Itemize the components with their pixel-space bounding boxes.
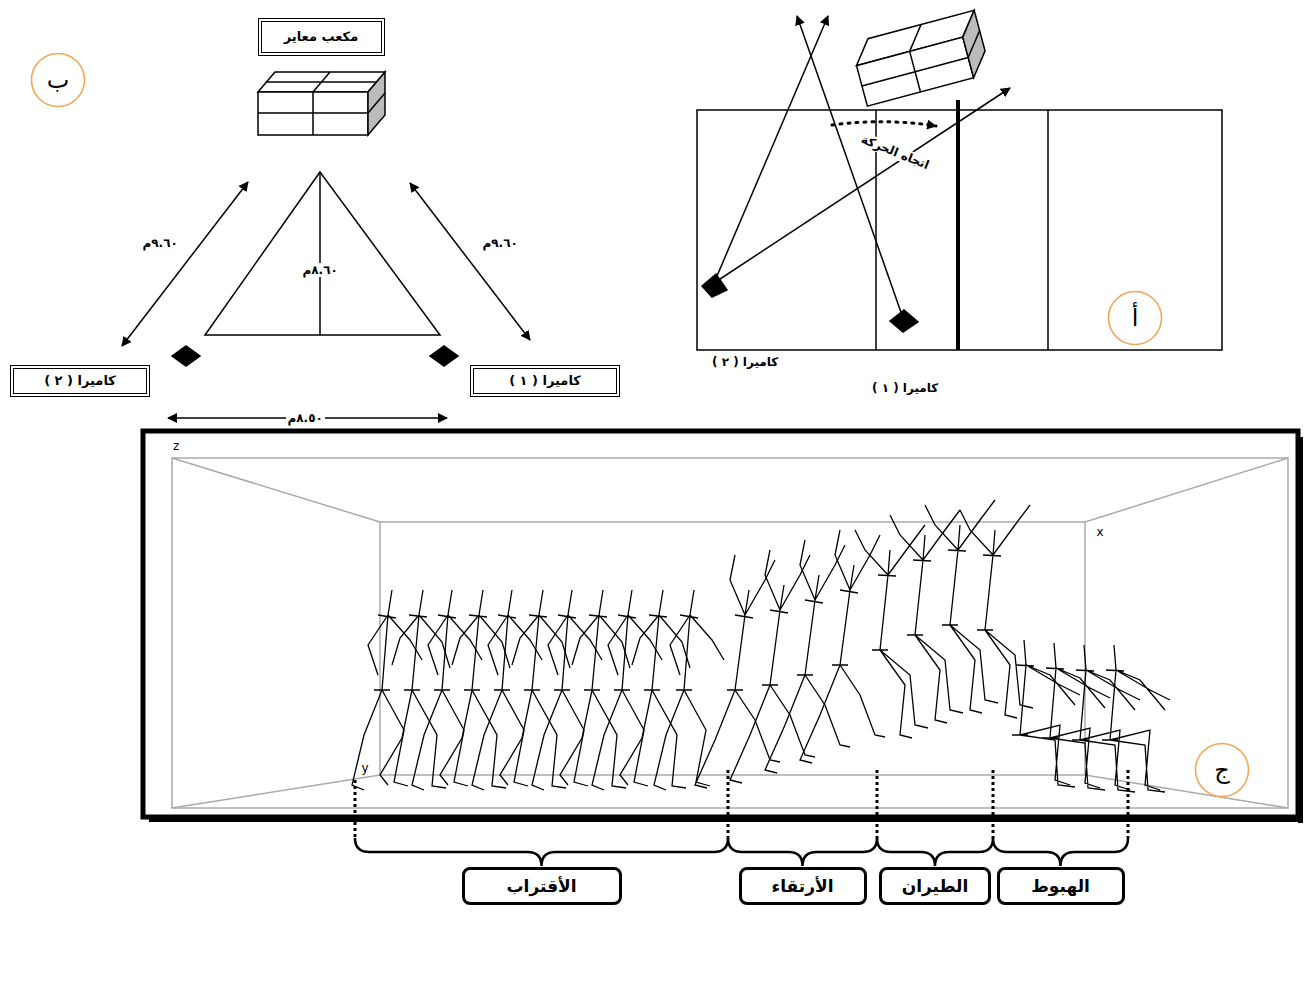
camera-box: كاميرا ( ٢ ) [10, 365, 150, 397]
panel-letter-text: أ [1132, 304, 1139, 333]
phase-box: الطيران [879, 867, 991, 905]
direction-arrow [832, 122, 936, 126]
box-text: الأقتراب [506, 876, 576, 896]
camera-label: كاميرا ( ١ ) [870, 381, 940, 395]
dimension-arrow [410, 183, 530, 340]
box-text: كاميرا ( ٢ ) [44, 373, 116, 389]
axis-label: x [1095, 525, 1106, 539]
panel-letter-text: ب [47, 66, 70, 95]
axis-label: z [171, 439, 181, 453]
dimension-arrow [122, 182, 248, 346]
motion-frame [143, 431, 1303, 823]
box-text: الهبوط [1031, 876, 1090, 896]
camera-symbol [172, 346, 200, 366]
perspective-box [172, 458, 1288, 808]
panel-circle-outline [1109, 292, 1162, 345]
setup-plan [122, 72, 530, 418]
camera-view-arrow [714, 88, 1010, 283]
box-text: مكعب معاير [284, 29, 358, 45]
calibration-cube [258, 72, 385, 135]
box-text: الطيران [902, 876, 969, 896]
camera-symbol [890, 310, 918, 332]
triangle [205, 172, 440, 335]
dimension-label: ٨.٥٠م [286, 411, 325, 425]
panel-letter-text: ج [1214, 756, 1230, 785]
box-text: كاميرا ( ١ ) [509, 373, 581, 389]
dimension-label: ٩.٦٠م [481, 236, 520, 250]
dimension-label: ٨.٦٠م [301, 263, 340, 277]
track-plan [697, 10, 1222, 350]
calibration-cube [851, 10, 991, 106]
camera-symbol [430, 346, 458, 366]
camera-box: كاميرا ( ١ ) [470, 365, 620, 397]
calibration-cube-box: مكعب معاير [258, 18, 385, 56]
box-text: الأرتقاء [772, 876, 834, 896]
phase-box: الهبوط [997, 867, 1125, 905]
phase-brackets [355, 770, 1128, 866]
phase-box: الأرتقاء [739, 867, 867, 905]
camera-label: كاميرا ( ٢ ) [710, 355, 780, 369]
stick-figures [352, 500, 1170, 792]
axis-label: y [360, 761, 371, 775]
camera-symbol [702, 274, 727, 297]
panel-circle-outline [1196, 744, 1249, 797]
dimension-label: ٩.٦٠م [141, 236, 180, 250]
panel-letter: ج [1194, 742, 1250, 798]
panel-letter: أ [1107, 290, 1163, 346]
direction-label: اتجاه الحركة [857, 131, 933, 173]
phase-box: الأقتراب [462, 867, 622, 905]
panel-letter: ب [30, 52, 86, 108]
panel-circle-outline [32, 54, 85, 107]
